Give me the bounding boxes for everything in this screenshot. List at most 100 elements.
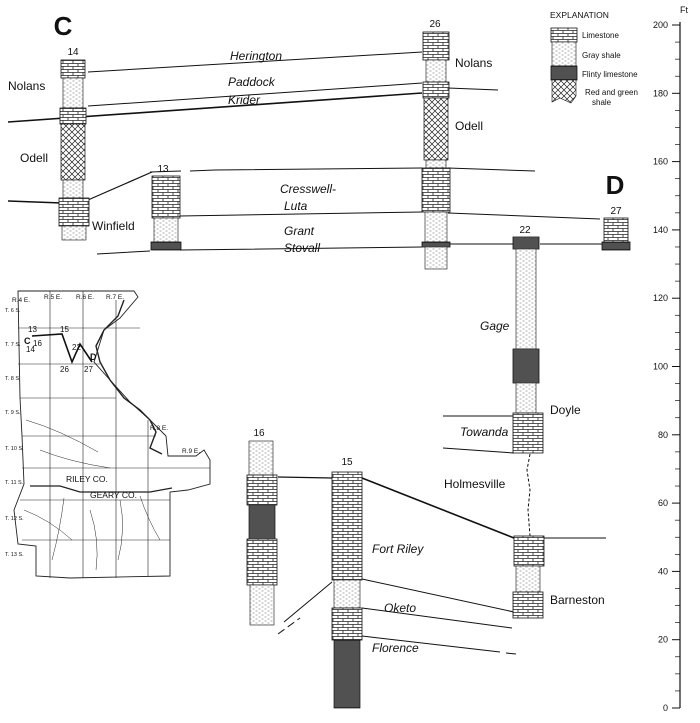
column-14-label: 14: [67, 47, 79, 58]
column-16: 16: [246, 428, 278, 626]
label-winfield: Winfield: [92, 219, 135, 233]
luta-line-right: [447, 212, 601, 220]
map-point-13: 13: [28, 325, 37, 334]
map-labels: R.4 E. R.5 E. R.6 E. R.7 E. R.8 E. R.9 E…: [5, 294, 200, 558]
legend-flinty-limestone-swatch: [550, 65, 578, 81]
label-odell-right: Odell: [455, 119, 483, 133]
scale-tick-label: 100: [653, 362, 668, 372]
map-range-r8e: R.8 E.: [150, 425, 168, 432]
map-range-r7e: R.7 E.: [106, 294, 124, 301]
label-florence: Florence: [372, 641, 419, 655]
florence-left: [277, 617, 301, 635]
winfield-top-left: [7, 200, 63, 204]
map-range-r9e: R.9 E.: [182, 448, 200, 455]
label-doyle: Doyle: [550, 403, 581, 417]
map-t13s: T. 13 S.: [5, 552, 24, 558]
label-grant: Grant: [284, 224, 315, 238]
map-traverse: [31, 333, 93, 365]
map-t7s: T. 7 S.: [5, 342, 21, 348]
county-boundary: [30, 485, 173, 493]
label-odell-left: Odell: [20, 151, 48, 165]
label-towanda: Towanda: [460, 425, 509, 439]
map-t9s: T. 9 S.: [5, 410, 21, 416]
legend-flinty-limestone: Flinty limestone: [582, 70, 638, 79]
column-15-label: 15: [341, 457, 353, 468]
map-riley-county: RILEY CO.: [66, 474, 108, 484]
scale-tick-label: 180: [653, 88, 668, 98]
label-fort-riley: Fort Riley: [372, 542, 424, 556]
label-herington: Herington: [230, 49, 282, 63]
map-point-26: 26: [60, 365, 69, 374]
oketo-left: [283, 581, 333, 623]
scale-tick-label: 120: [653, 293, 668, 303]
herington-line: [87, 51, 423, 73]
unit-labels: Herington Paddock Krider Cresswell- Luta…: [228, 49, 510, 655]
column-22-label: 22: [519, 225, 531, 236]
map-geary-county: GEARY CO.: [90, 490, 137, 500]
scale-tick-label: 200: [653, 20, 668, 30]
label-paddock: Paddock: [228, 75, 276, 89]
oketo-base: [361, 607, 513, 629]
legend-limestone-swatch: [550, 27, 578, 43]
column-26: 26: [421, 19, 451, 270]
section-letter-c: C: [54, 11, 73, 41]
label-luta: Luta: [284, 199, 308, 213]
stovall-line: [96, 246, 423, 255]
scale-tick-label: 20: [658, 635, 668, 645]
winfield-line: [87, 171, 153, 201]
map-t11s: T. 11 S.: [5, 480, 24, 486]
legend-title: EXPLANATION: [550, 10, 609, 20]
map-point-c: C: [24, 336, 31, 346]
column-14: 14: [58, 47, 90, 241]
luta-line: [179, 211, 423, 217]
map-point-16: 16: [33, 339, 42, 348]
map-t6s: T. 6 S.: [5, 308, 21, 314]
krider-line-right: [447, 87, 499, 91]
legend-red-green: Red and green: [585, 88, 638, 97]
scale-tick-label: 140: [653, 225, 668, 235]
column-22: 22: [512, 225, 545, 619]
paddock-line: [87, 82, 423, 107]
legend-limestone: Limestone: [582, 31, 619, 40]
label-nolans-left: Nolans: [8, 79, 45, 93]
label-nolans-right: Nolans: [455, 56, 492, 70]
scale-tick-label: 160: [653, 157, 668, 167]
label-holmesville: Holmesville: [444, 477, 506, 491]
map-river: [95, 299, 163, 455]
location-map: [13, 290, 211, 579]
map-range-r5e: R.5 E.: [44, 294, 62, 301]
fort-riley-top: [361, 477, 515, 539]
column-27: 27: [601, 206, 631, 251]
section-letter-d: D: [606, 170, 625, 200]
map-t12s: T. 12 S.: [5, 516, 24, 522]
label-krider: Krider: [228, 93, 261, 107]
member-labels: Nolans Odell Winfield Nolans Odell Doyle…: [8, 56, 605, 607]
cresswell-top-right: [447, 167, 536, 172]
column-13: 13: [150, 164, 182, 251]
map-range-r6e: R.6 E.: [76, 294, 94, 301]
column-15: 15: [331, 457, 363, 709]
scale-tick-label: 60: [658, 498, 668, 508]
explanation-legend: EXPLANATION Limestone Gray shale Flinty …: [550, 10, 638, 107]
doyle-connector: [277, 476, 333, 479]
label-stovall: Stovall: [284, 241, 320, 255]
legend-gray-shale-swatch: [551, 41, 577, 67]
map-point-15: 15: [60, 325, 69, 334]
label-gage: Gage: [480, 319, 510, 333]
scale-unit: Ft: [680, 5, 688, 15]
label-oketo: Oketo: [384, 601, 416, 615]
oketo-top: [361, 578, 515, 613]
legend-gray-shale: Gray shale: [582, 51, 621, 60]
scale-tick-label: 0: [663, 703, 668, 713]
towanda-base: [442, 447, 515, 454]
column-13-label: 13: [157, 164, 169, 175]
cresswell-top-line: [149, 167, 423, 173]
map-point-d: D: [90, 352, 97, 362]
map-point-22: 22: [72, 343, 81, 352]
map-boundary: [13, 290, 211, 579]
map-t10s: T. 10 S.: [5, 446, 24, 452]
column-16-label: 16: [253, 428, 265, 439]
map-point-27: 27: [84, 365, 93, 374]
scale-tick-label: 80: [658, 430, 668, 440]
